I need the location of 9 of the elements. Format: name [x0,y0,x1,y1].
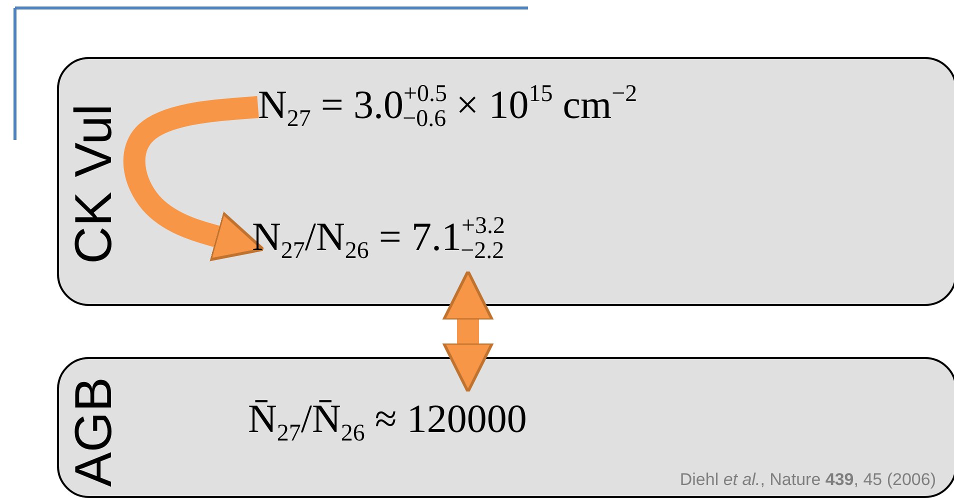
arrow [123,96,265,262]
arrow [442,270,494,394]
panel [57,357,954,498]
citation: Diehl et al., Nature 439, 45 (2006) [680,470,936,490]
panel-title: AGB [68,377,120,487]
equation: N$_{27}$ = 3.0$^{+0.5}$$_{−0.6}$ × 10$^{15}$ cm$^{−2}$ [258,80,638,134]
equation: N̄$_{27}$/N̄$_{26}$ ≈ 120000 [248,395,527,448]
panel-title: CK Vul [68,104,120,264]
panel [57,57,954,306]
